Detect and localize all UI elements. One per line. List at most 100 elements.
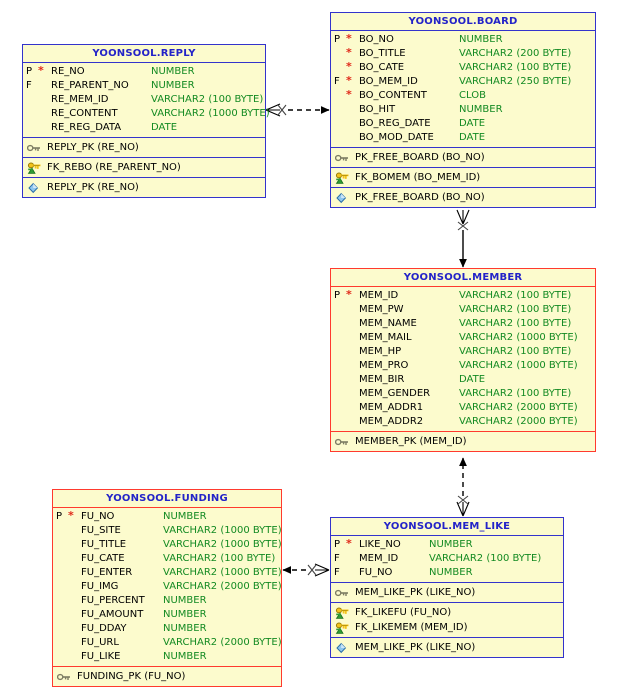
constraint-section-foreign-key: FK_LIKEFU (FU_NO) FK_LIKEMEM (MEM_ID) bbox=[331, 602, 563, 637]
constraint-label: FK_LIKEMEM (MEM_ID) bbox=[355, 622, 468, 633]
attribute-name: MEM_ID bbox=[359, 553, 399, 564]
attribute-name: FU_DDAY bbox=[81, 623, 127, 634]
primary-key-icon bbox=[56, 671, 71, 683]
key-flag: P bbox=[334, 34, 341, 45]
constraint-row[interactable]: FK_LIKEFU (FU_NO) bbox=[331, 605, 563, 620]
constraint-section-index: MEM_LIKE_PK (LIKE_NO) bbox=[331, 637, 563, 657]
attribute-name: MEM_GENDER bbox=[359, 388, 431, 399]
constraint-section-foreign-key: FK_REBO (RE_PARENT_NO) bbox=[23, 157, 265, 177]
constraint-row[interactable]: MEMBER_PK (MEM_ID) bbox=[331, 434, 595, 449]
attribute-name: FU_SITE bbox=[81, 525, 121, 536]
attribute-datatype: CLOB bbox=[459, 90, 486, 101]
relationship-board-member bbox=[456, 209, 470, 268]
constraint-row[interactable]: PK_FREE_BOARD (BO_NO) bbox=[331, 150, 595, 165]
attribute-row[interactable]: F MEM_ID VARCHAR2 (100 BYTE) bbox=[331, 552, 563, 566]
entity-title-member: YOONSOOL.MEMBER bbox=[331, 269, 595, 287]
constraint-section-primary-key: MEMBER_PK (MEM_ID) bbox=[331, 431, 595, 451]
constraint-row[interactable]: FK_LIKEMEM (MEM_ID) bbox=[331, 620, 563, 635]
constraint-row[interactable]: REPLY_PK (RE_NO) bbox=[23, 180, 265, 195]
attribute-row[interactable]: F RE_PARENT_NO NUMBER bbox=[23, 79, 265, 93]
attribute-datatype: VARCHAR2 (100 BYTE) bbox=[429, 553, 542, 564]
constraint-row[interactable]: REPLY_PK (RE_NO) bbox=[23, 140, 265, 155]
key-flag: F bbox=[334, 553, 340, 564]
attribute-name: BO_TITLE bbox=[359, 48, 406, 59]
required-marker-icon: * bbox=[346, 88, 352, 101]
required-marker-icon: * bbox=[346, 32, 352, 45]
key-flag: P bbox=[56, 511, 63, 522]
constraint-row[interactable]: FK_REBO (RE_PARENT_NO) bbox=[23, 160, 265, 175]
attribute-datatype: DATE bbox=[151, 122, 178, 133]
attribute-datatype: VARCHAR2 (2000 BYTE) bbox=[163, 637, 282, 648]
constraint-row[interactable]: MEM_LIKE_PK (LIKE_NO) bbox=[331, 640, 563, 655]
constraint-label: MEMBER_PK (MEM_ID) bbox=[355, 436, 467, 447]
attribute-datatype: VARCHAR2 (1000 BYTE) bbox=[459, 360, 578, 371]
attribute-datatype: NUMBER bbox=[151, 80, 195, 91]
index-icon bbox=[335, 192, 349, 204]
attribute-datatype: VARCHAR2 (2000 BYTE) bbox=[163, 581, 282, 592]
constraint-row[interactable]: PK_FREE_BOARD (BO_NO) bbox=[331, 190, 595, 205]
index-icon bbox=[335, 642, 349, 654]
constraint-section-index: PK_FREE_BOARD (BO_NO) bbox=[331, 187, 595, 207]
attribute-row[interactable]: RE_REG_DATA DATE bbox=[23, 121, 265, 135]
attribute-name: RE_PARENT_NO bbox=[51, 80, 129, 91]
attribute-datatype: VARCHAR2 (2000 BYTE) bbox=[459, 416, 578, 427]
attribute-name: FU_NO bbox=[81, 511, 115, 522]
entity-title-mem_like: YOONSOOL.MEM_LIKE bbox=[331, 518, 563, 536]
attribute-name: BO_MOD_DATE bbox=[359, 132, 434, 143]
attribute-name: FU_LIKE bbox=[81, 651, 121, 662]
primary-key-icon bbox=[334, 587, 349, 599]
attribute-datatype: NUMBER bbox=[459, 104, 503, 115]
foreign-key-icon bbox=[27, 162, 41, 174]
attribute-name: MEM_NAME bbox=[359, 318, 417, 329]
constraint-row[interactable]: FUNDING_PK (FU_NO) bbox=[53, 669, 281, 684]
attribute-datatype: VARCHAR2 (250 BYTE) bbox=[459, 76, 572, 87]
constraint-row[interactable]: MEM_LIKE_PK (LIKE_NO) bbox=[331, 585, 563, 600]
foreign-key-icon bbox=[335, 172, 349, 184]
constraint-row[interactable]: FK_BOMEM (BO_MEM_ID) bbox=[331, 170, 595, 185]
key-flag: F bbox=[26, 80, 32, 91]
attribute-datatype: VARCHAR2 (100 BYTE) bbox=[459, 304, 572, 315]
attribute-name: RE_REG_DATA bbox=[51, 122, 122, 133]
